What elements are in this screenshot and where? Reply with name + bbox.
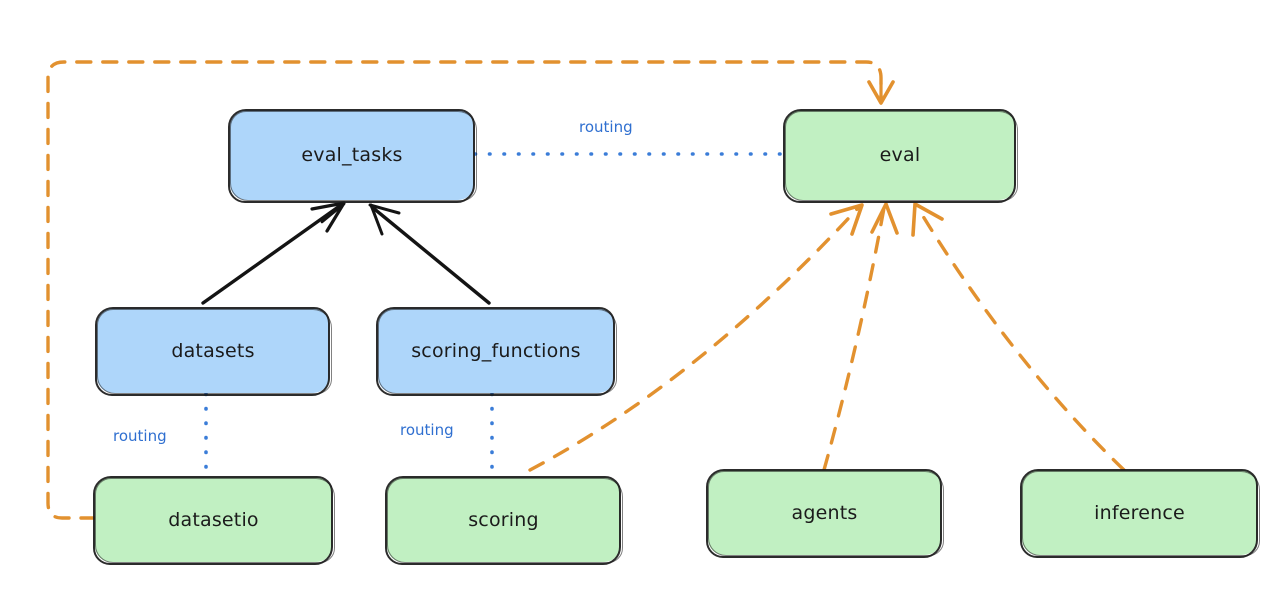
node-scoring[interactable]: scoring bbox=[385, 476, 623, 565]
node-eval[interactable]: eval bbox=[783, 109, 1018, 203]
edge-agents-to-eval bbox=[822, 202, 899, 472]
node-datasetio[interactable]: datasetio bbox=[93, 476, 335, 565]
node-inference[interactable]: inference bbox=[1020, 469, 1260, 558]
node-agents[interactable]: agents bbox=[706, 469, 944, 558]
node-label: scoring bbox=[468, 508, 539, 531]
node-eval-tasks[interactable]: eval_tasks bbox=[228, 109, 477, 203]
node-label: agents bbox=[791, 501, 858, 524]
node-label: datasets bbox=[171, 339, 255, 362]
edge-label-routing-scoring: routing bbox=[400, 421, 454, 439]
node-label: eval_tasks bbox=[301, 144, 403, 166]
edge-scoring_functions-to-eval_tasks bbox=[368, 203, 491, 305]
node-scoring-functions[interactable]: scoring_functions bbox=[376, 307, 617, 396]
node-label: datasetio bbox=[168, 508, 259, 531]
edge-inference-to-eval bbox=[911, 202, 1126, 472]
edge-datasets-to-eval_tasks bbox=[201, 201, 346, 305]
node-label: inference bbox=[1094, 501, 1185, 524]
edge-label-routing-datasetio: routing bbox=[113, 427, 167, 445]
node-label: scoring_functions bbox=[411, 339, 581, 362]
node-label: eval bbox=[879, 144, 921, 166]
node-datasets[interactable]: datasets bbox=[95, 307, 332, 396]
edge-label-routing-eval: routing bbox=[579, 118, 633, 136]
